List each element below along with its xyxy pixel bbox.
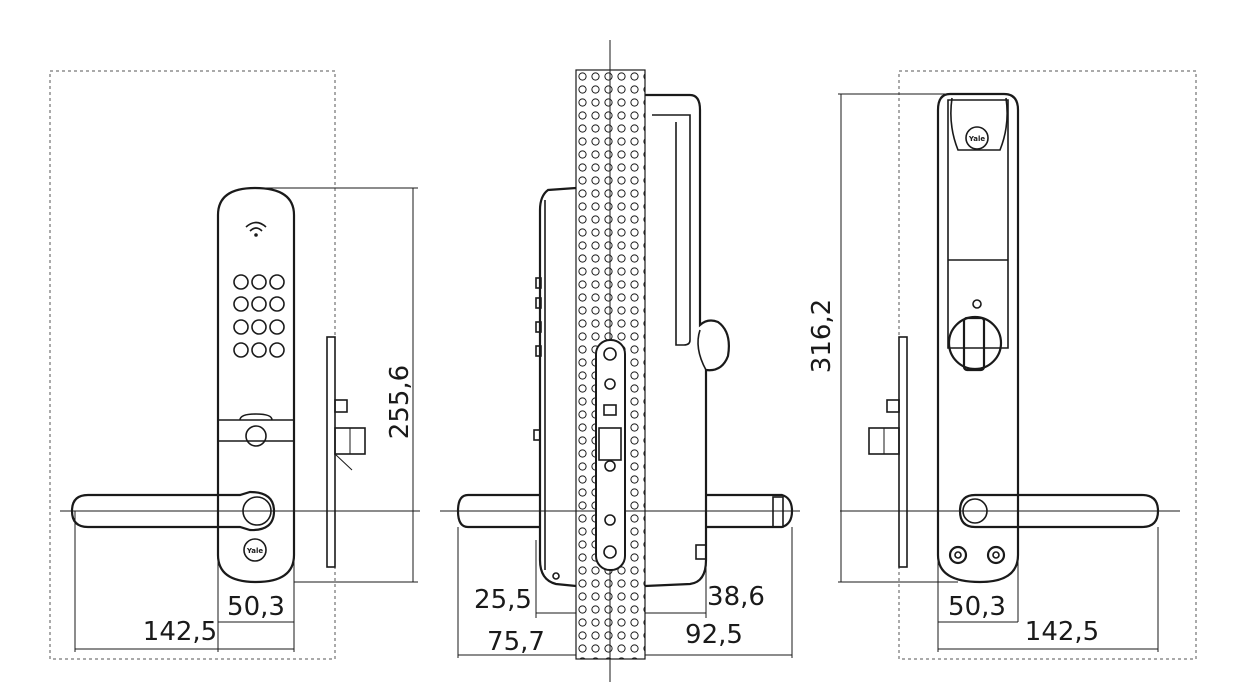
thumbturn [947,315,1003,372]
side-outer-handle [706,493,794,529]
fingerprint-icon [239,413,273,447]
back-handle [958,493,1160,529]
side-inner-unit [538,186,577,588]
front-handle [70,490,276,532]
back-cover [947,99,1009,349]
front-mortise [326,336,366,568]
side-inner-total-label: 75,7 [487,627,545,657]
keypad [233,274,285,358]
wifi-icon [245,221,267,237]
back-dimensions [838,93,1159,652]
side-outer-total-label: 92,5 [685,620,743,650]
back-screw [972,299,982,309]
front-view-frame [49,70,336,660]
back-view: Yale [807,70,1197,660]
side-inner-depth-label: 25,5 [474,585,532,615]
yale-logo-back: Yale [965,126,989,150]
svg-text:Yale: Yale [246,547,264,555]
side-inner-handle [456,493,540,529]
back-bottom-screw-right [986,545,1006,565]
side-view: 25,5 75,7 38,6 92,5 [440,40,800,682]
front-width-narrow-label: 50,3 [227,592,285,622]
yale-logo: Yale [243,538,267,562]
front-view: Yale 255,6 50,3 142,5 [49,70,420,660]
side-outer-unit [644,93,730,588]
front-handle-rosette [242,496,272,526]
back-mortise [868,336,908,568]
front-height-label: 255,6 [385,365,415,439]
svg-text:Yale: Yale [968,135,986,143]
back-bottom-screw-left [948,545,968,565]
back-width-narrow-label: 50,3 [948,592,1006,622]
front-width-total-label: 142,5 [143,617,217,647]
back-width-total-label: 142,5 [1025,617,1099,647]
back-plate [936,92,1020,584]
faceplate [595,339,626,571]
front-dimensions [74,187,418,652]
front-plate [216,186,296,584]
side-outer-depth-label: 38,6 [707,582,765,612]
back-height-label: 316,2 [807,299,837,373]
side-dimensions [457,527,793,658]
